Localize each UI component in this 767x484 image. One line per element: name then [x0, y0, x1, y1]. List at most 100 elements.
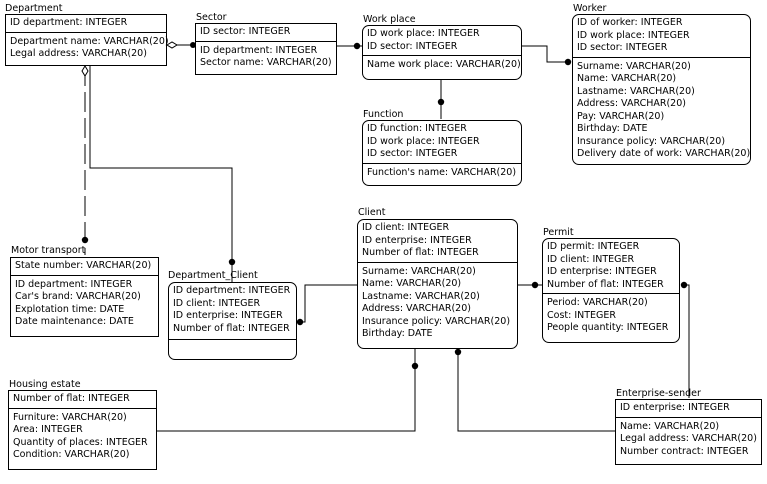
entity-function-attributes: Function's name: VARCHAR(20): [363, 164, 521, 182]
attribute-row: Lastname: VARCHAR(20): [577, 85, 695, 97]
rel-end-worker: [564, 58, 572, 66]
attribute-row: Insurance policy: VARCHAR(20): [362, 315, 511, 327]
key-row: Number of flat: INTEGER: [362, 247, 479, 258]
attribute-row: ID department: INTEGER: [200, 44, 318, 56]
entity-department-client-keys: ID department: INTEGER ID client: INTEGE…: [169, 283, 296, 340]
entity-sector[interactable]: ID sector: INTEGER ID department: INTEGE…: [195, 23, 337, 75]
key-row: ID sector: INTEGER: [200, 26, 291, 37]
entity-work-place[interactable]: ID work place: INTEGER ID sector: INTEGE…: [362, 25, 522, 80]
entity-function-keys: ID function: INTEGER ID work place: INTE…: [363, 121, 521, 164]
attribute-row: Function's name: VARCHAR(20): [367, 166, 517, 178]
entity-housing-estate[interactable]: Number of flat: INTEGER Furniture: VARCH…: [8, 390, 157, 470]
key-row: ID sector: INTEGER: [577, 42, 668, 53]
attribute-row: Period: VARCHAR(20): [547, 297, 648, 308]
rel-workplace-worker: [522, 45, 571, 63]
entity-work-place-attributes: Name work place: VARCHAR(20): [363, 56, 521, 74]
entity-worker-keys: ID of worker: INTEGER ID work place: INT…: [573, 15, 750, 58]
rel-housingestate-client: [157, 349, 416, 432]
attribute-row: Explotation time: DATE: [15, 303, 125, 315]
entity-department-attributes: Department name: VARCHAR(20) Legal addre…: [6, 33, 169, 63]
attribute-row: Lastname: VARCHAR(20): [362, 290, 480, 302]
entity-permit-attributes: Period: VARCHAR(20) Cost: INTEGER People…: [543, 294, 679, 337]
entity-housing-estate-attributes: Furniture: VARCHAR(20) Area: INTEGER Qua…: [9, 409, 156, 464]
key-row: ID enterprise: INTEGER: [362, 234, 472, 246]
key-row: ID of worker: INTEGER: [577, 17, 683, 28]
entity-function[interactable]: ID function: INTEGER ID work place: INTE…: [362, 120, 522, 186]
entity-title-client: Client: [358, 207, 386, 218]
entity-department[interactable]: ID department: INTEGER Department name: …: [5, 14, 169, 66]
rel-end-function: [437, 98, 445, 106]
entity-enterprise-sender-keys: ID enterprise: INTEGER: [616, 400, 761, 418]
entity-motor-transport-keys: State number: VARCHAR(20): [11, 258, 158, 276]
attribute-row: Date maintenance: DATE: [15, 316, 134, 327]
key-row: ID work place: INTEGER: [367, 28, 480, 39]
entity-client-attributes: Surname: VARCHAR(20) Name: VARCHAR(20) L…: [358, 263, 517, 343]
attribute-row: Birthday: DATE: [577, 123, 648, 134]
rel-enterprisesender-permit: [682, 284, 690, 398]
rel-end-motortransport: [81, 236, 89, 244]
rel-end-departmentclient-side: [296, 318, 304, 326]
attribute-row: Furniture: VARCHAR(20): [13, 411, 127, 423]
attribute-row: Surname: VARCHAR(20): [362, 265, 476, 277]
entity-department-client[interactable]: ID department: INTEGER ID client: INTEGE…: [168, 282, 297, 360]
attribute-row: Pay: VARCHAR(20): [577, 110, 665, 122]
rel-end-sector: [190, 42, 196, 48]
rel-department-departmentclient: [89, 66, 233, 282]
key-row: ID department: INTEGER: [173, 285, 291, 296]
entity-title-sector: Sector: [196, 12, 227, 23]
entity-title-permit: Permit: [543, 227, 574, 238]
attribute-row: Name: VARCHAR(20): [577, 73, 677, 84]
attribute-row: Legal address: VARCHAR(20): [620, 433, 757, 444]
entity-permit[interactable]: ID permit: INTEGER ID client: INTEGER ID…: [542, 238, 680, 343]
key-row: Number of flat: INTEGER: [13, 393, 130, 404]
entity-title-department-client: Department_Client: [168, 270, 258, 281]
attribute-row: Address: VARCHAR(20): [362, 303, 471, 314]
entity-client[interactable]: ID client: INTEGER ID enterprise: INTEGE…: [357, 219, 518, 349]
attribute-row: Address: VARCHAR(20): [577, 98, 686, 109]
rel-end-workplace: [353, 42, 361, 50]
entity-title-motor-transport: Motor transport: [11, 245, 86, 256]
entity-permit-keys: ID permit: INTEGER ID client: INTEGER ID…: [543, 239, 679, 294]
key-row: ID enterprise: INTEGER: [173, 310, 283, 321]
attribute-row: Quantity of places: INTEGER: [13, 436, 148, 448]
entity-work-place-keys: ID work place: INTEGER ID sector: INTEGE…: [363, 26, 521, 56]
rel-end-client-housing: [411, 362, 419, 370]
rel-department-motortransport-diamond: [81, 65, 89, 77]
key-row: State number: VARCHAR(20): [15, 260, 152, 271]
attribute-row: Name work place: VARCHAR(20): [367, 59, 521, 70]
attribute-row: Department name: VARCHAR(20): [10, 35, 169, 47]
key-row: ID department: INTEGER: [10, 17, 128, 28]
attribute-row: Insurance policy: VARCHAR(20): [577, 135, 726, 147]
entity-department-keys: ID department: INTEGER: [6, 15, 166, 33]
entity-worker-attributes: Surname: VARCHAR(20) Name: VARCHAR(20) L…: [573, 58, 750, 163]
entity-title-department: Department: [5, 3, 63, 14]
attribute-row: Number contract: INTEGER: [620, 445, 749, 457]
rel-department-sector-diamond: [166, 41, 178, 49]
attribute-row: Sector name: VARCHAR(20): [200, 57, 332, 68]
entity-title-function: Function: [363, 109, 404, 120]
key-row: Number of flat: INTEGER: [547, 278, 664, 290]
key-row: ID client: INTEGER: [173, 297, 261, 309]
attribute-row: ID department: INTEGER: [15, 278, 133, 290]
entity-motor-transport[interactable]: State number: VARCHAR(20) ID department:…: [10, 257, 159, 337]
key-row: ID work place: INTEGER: [577, 29, 690, 41]
attribute-row: Name: VARCHAR(20): [362, 278, 462, 289]
rel-end-client-enterprise: [454, 348, 462, 356]
attribute-row: Cost: INTEGER: [547, 309, 617, 321]
entity-sector-attributes: ID department: INTEGER Sector name: VARC…: [196, 42, 336, 72]
rel-client-departmentclient: [297, 284, 357, 323]
entity-client-keys: ID client: INTEGER ID enterprise: INTEGE…: [358, 220, 517, 263]
key-row: ID permit: INTEGER: [547, 241, 640, 252]
entity-enterprise-sender[interactable]: ID enterprise: INTEGER Name: VARCHAR(20)…: [615, 399, 762, 465]
attribute-row: Car's brand: VARCHAR(20): [15, 291, 141, 302]
entity-housing-estate-keys: Number of flat: INTEGER: [9, 391, 156, 409]
entity-motor-transport-attributes: ID department: INTEGER Car's brand: VARC…: [11, 276, 158, 331]
entity-title-worker: Worker: [573, 3, 607, 14]
entity-title-housing-estate: Housing estate: [9, 379, 81, 390]
key-row: ID client: INTEGER: [362, 222, 450, 233]
entity-sector-keys: ID sector: INTEGER: [196, 24, 336, 42]
entity-worker[interactable]: ID of worker: INTEGER ID work place: INT…: [572, 14, 751, 165]
key-row: ID client: INTEGER: [547, 253, 635, 265]
attribute-row: Birthday: DATE: [362, 328, 433, 339]
